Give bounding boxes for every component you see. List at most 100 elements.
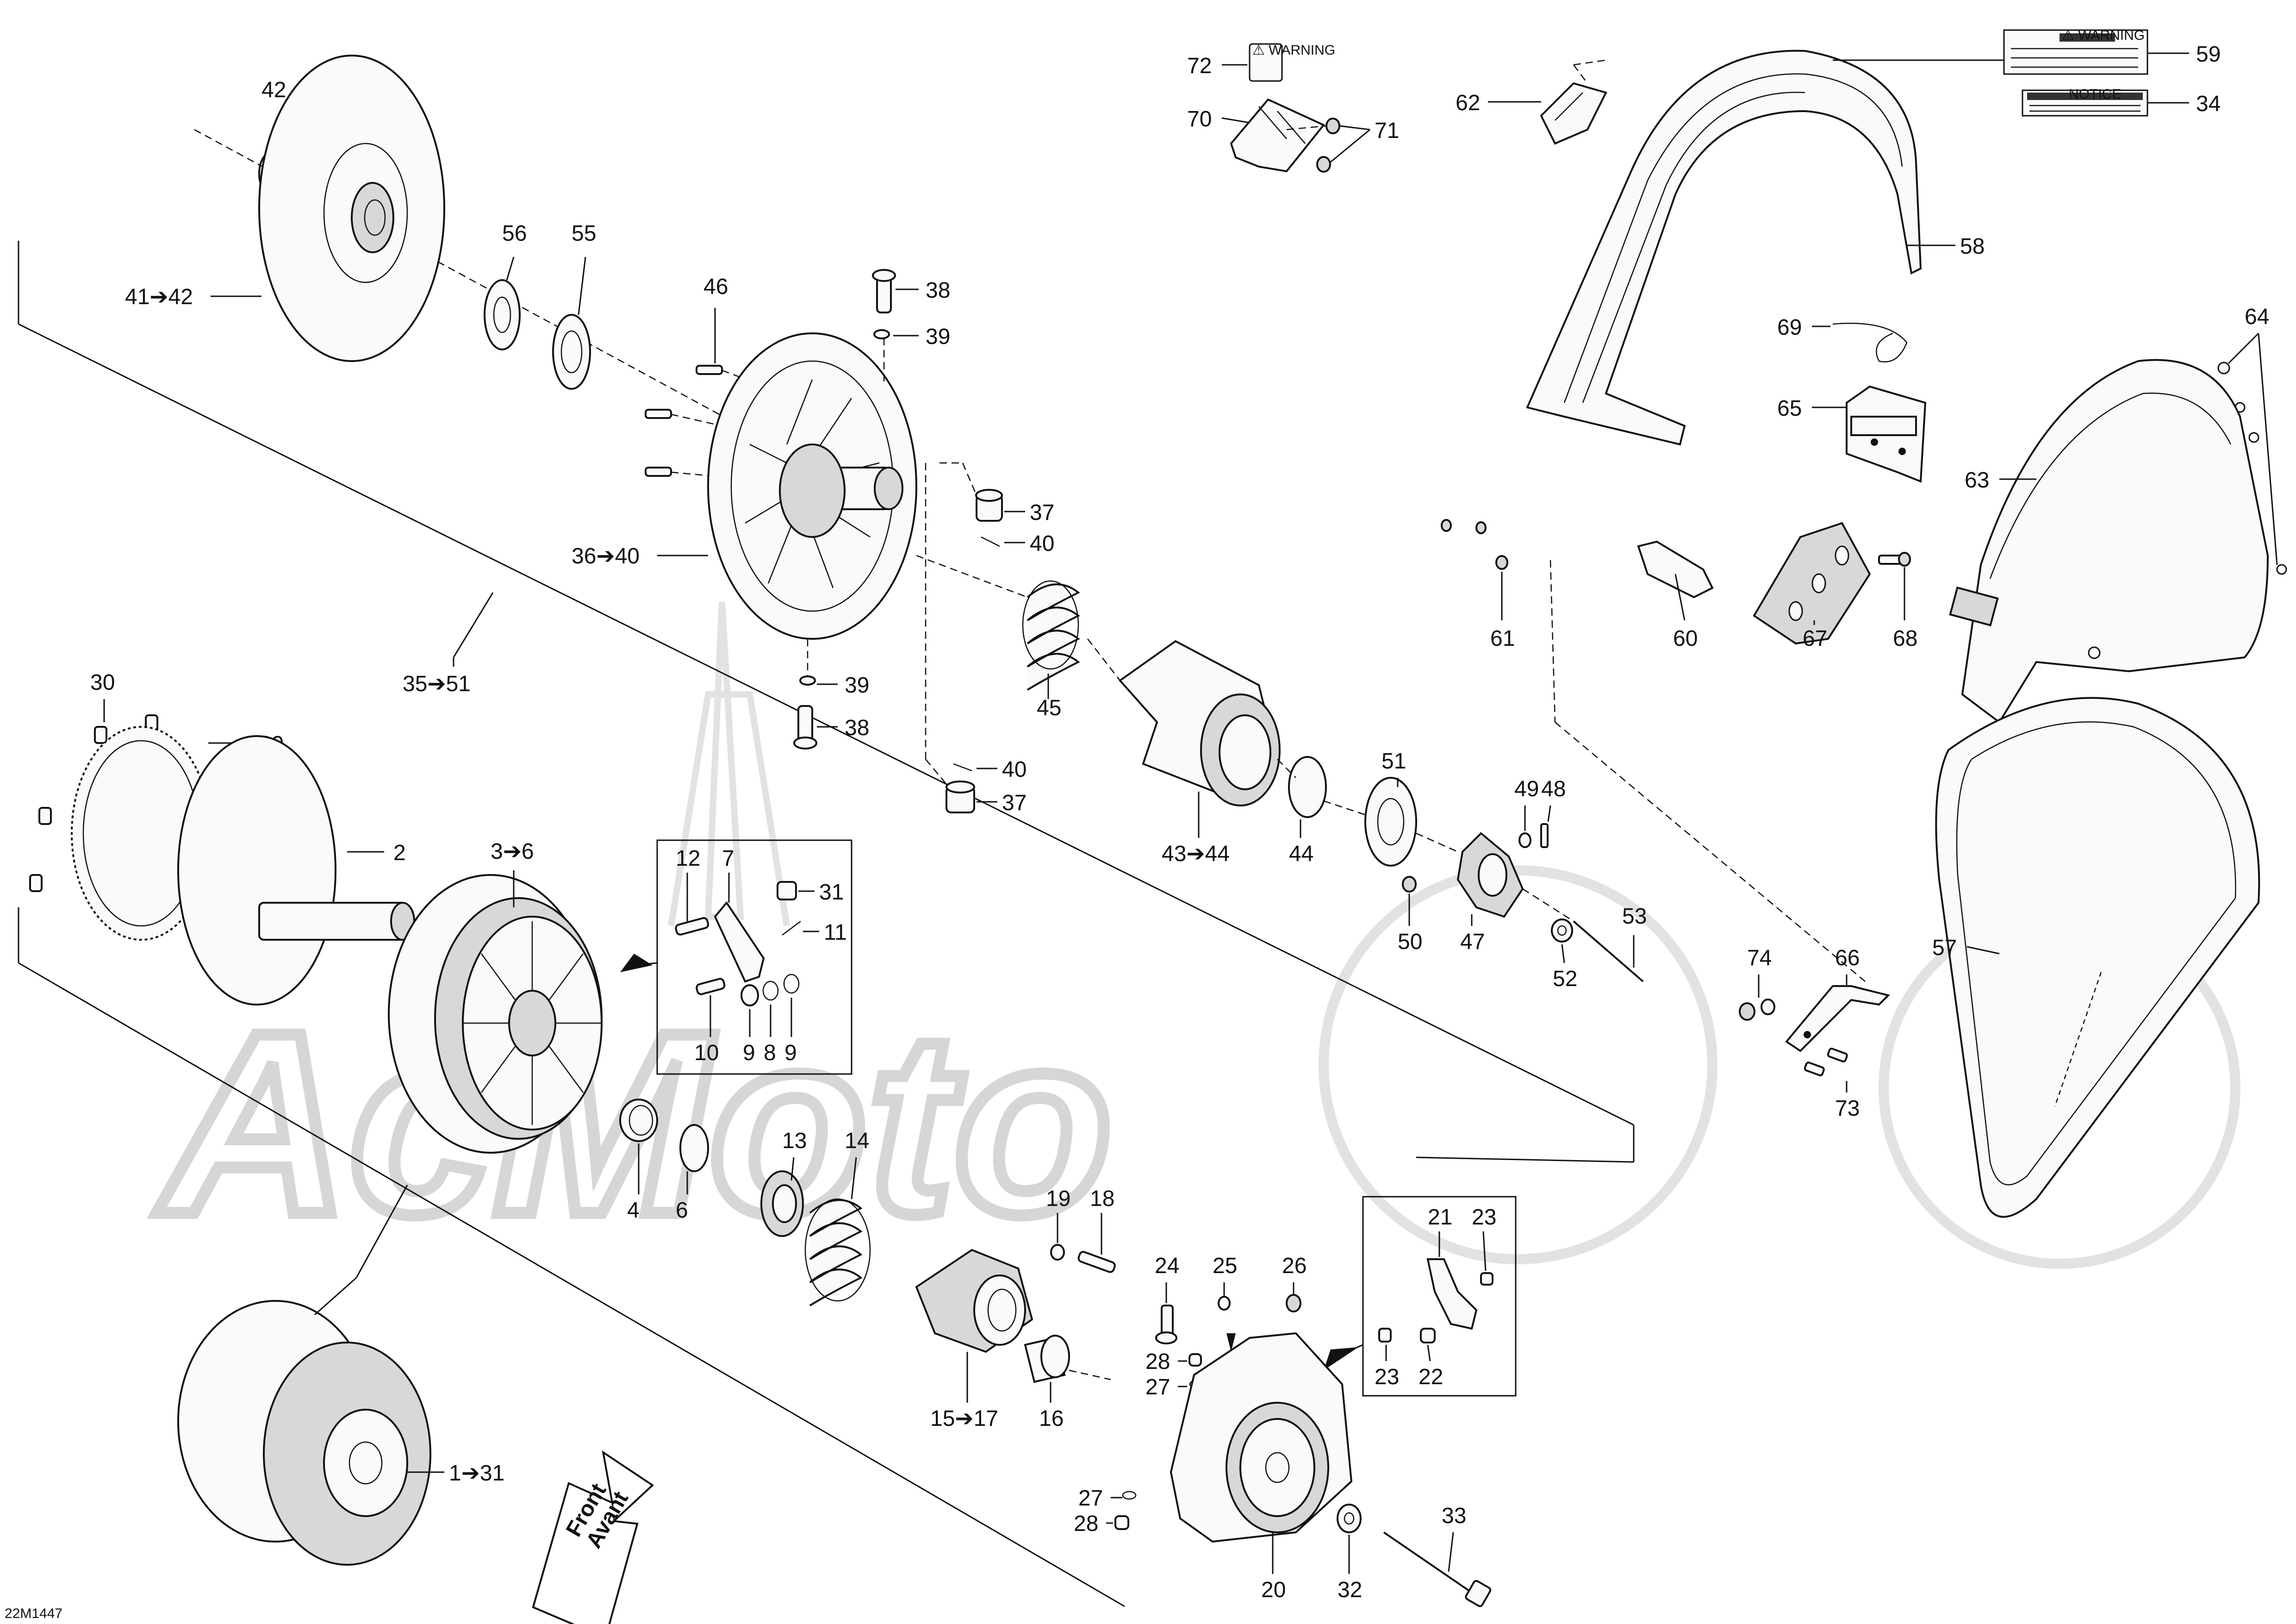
callout-15: 15➔17 — [930, 1406, 998, 1431]
part-19-washer — [1050, 1244, 1065, 1261]
callout-40-upper: 40 — [1030, 531, 1054, 556]
part-46-screws — [645, 365, 759, 478]
callout-45: 45 — [1037, 696, 1061, 720]
callout-67: 67 — [1803, 626, 1827, 651]
part-59-warning-decal: ⚠ WARNING — [2003, 28, 2148, 75]
decal-72-heading: ⚠ WARNING — [1252, 43, 1335, 58]
part-18-screw — [1077, 1251, 1116, 1273]
part-36-movable-sheave — [707, 332, 917, 640]
part-60-bracket — [1637, 540, 1714, 599]
callout-39-lower: 39 — [845, 673, 869, 698]
callout-68: 68 — [1893, 626, 1917, 651]
part-52-washer — [1551, 918, 1573, 943]
callout-73: 73 — [1835, 1096, 1860, 1121]
callout-1: 1➔31 — [449, 1461, 504, 1486]
part-67-plate — [1753, 522, 1871, 645]
callout-60: 60 — [1673, 626, 1698, 651]
part-63-cover — [1949, 359, 2269, 724]
callout-38-upper: 38 — [926, 278, 950, 303]
inset-box-lever-assembly — [620, 839, 852, 1075]
callout-9b: 9 — [784, 1041, 797, 1065]
callout-46: 46 — [703, 275, 728, 299]
callout-30: 30 — [90, 670, 115, 695]
part-27-oring-lower — [1122, 1491, 1137, 1500]
callout-32: 32 — [1338, 1578, 1362, 1602]
callout-34: 34 — [2196, 92, 2221, 116]
callout-47: 47 — [1460, 930, 1485, 954]
callout-26: 26 — [1282, 1254, 1307, 1278]
part-37-roller-lower — [925, 463, 975, 813]
part-30-screws — [29, 714, 158, 892]
callout-23a: 23 — [1472, 1205, 1496, 1230]
callout-20: 20 — [1261, 1578, 1286, 1602]
assembly-frame-lines — [18, 241, 1866, 1607]
part-3-movable-sheave — [388, 874, 603, 1154]
callout-48: 48 — [1541, 777, 1566, 801]
callout-33: 33 — [1442, 1504, 1466, 1528]
part-58-belt-guard — [1526, 50, 1922, 446]
callout-2: 2 — [393, 841, 406, 865]
callout-14: 14 — [845, 1129, 869, 1153]
part-43-cam — [1087, 638, 1281, 806]
part-47-clamp — [1416, 832, 1524, 918]
callout-63: 63 — [1965, 468, 1989, 493]
part-44-circlip — [1277, 756, 1327, 818]
part-37-roller-upper — [940, 462, 1003, 547]
callout-69: 69 — [1777, 315, 1802, 340]
part-16-bushing — [1024, 1335, 1111, 1383]
callout-49: 49 — [1514, 777, 1539, 801]
callout-62: 62 — [1456, 91, 1480, 115]
callout-53: 53 — [1622, 904, 1647, 929]
part-72-decal: ⚠ WARNING — [1249, 43, 1335, 82]
callout-18: 18 — [1090, 1187, 1114, 1211]
callout-74: 74 — [1747, 946, 1772, 970]
callout-61: 61 — [1490, 626, 1515, 651]
part-28-plug-lower — [1114, 1515, 1129, 1530]
callout-59: 59 — [2196, 42, 2221, 67]
part-1-drive-pulley-assembly — [177, 1277, 431, 1566]
part-64-rivets — [2217, 362, 2287, 575]
part-26-nut — [1286, 1294, 1301, 1312]
part-48-screw — [1540, 823, 1549, 848]
callout-43: 43➔44 — [1162, 842, 1230, 866]
callout-31-inset: 31 — [819, 880, 844, 905]
part-74-nut — [1739, 999, 1775, 1021]
callout-24: 24 — [1155, 1254, 1179, 1278]
part-38-roller-pin-lower — [793, 639, 817, 750]
callout-28-upper: 28 — [1145, 1349, 1170, 1374]
part-55-washer — [552, 314, 591, 390]
callout-51: 51 — [1381, 749, 1406, 774]
decal-34-heading: NOTICE — [2069, 87, 2121, 102]
part-15-hub — [915, 1249, 1033, 1353]
callout-23b: 23 — [1375, 1365, 1399, 1389]
part-41-fixed-sheave — [258, 55, 445, 362]
callout-64: 64 — [2245, 305, 2269, 329]
callout-36: 36➔40 — [572, 544, 640, 568]
callout-7: 7 — [722, 846, 734, 871]
callout-3: 3➔6 — [491, 839, 534, 864]
callout-40-lower: 40 — [1002, 757, 1027, 782]
part-51-washer — [1323, 777, 1417, 867]
callout-72: 72 — [1187, 54, 1212, 78]
part-45-spring — [916, 555, 1080, 691]
callout-71: 71 — [1375, 119, 1399, 143]
callout-66: 66 — [1835, 946, 1860, 970]
callout-21: 21 — [1428, 1205, 1452, 1230]
callout-35: 35➔51 — [403, 672, 471, 696]
callout-50: 50 — [1398, 930, 1422, 954]
callout-4: 4 — [627, 1198, 640, 1223]
callout-39-upper: 39 — [926, 325, 950, 349]
document-id: 22M1447 — [5, 1606, 62, 1621]
part-38-roller-pin-upper — [872, 269, 896, 384]
callout-22: 22 — [1419, 1365, 1443, 1389]
callout-56: 56 — [502, 221, 527, 246]
callout-37-upper: 37 — [1030, 500, 1054, 525]
front-direction-arrow: Front Avant — [532, 1450, 654, 1624]
part-49-washer — [1518, 832, 1531, 848]
part-68-screw — [1878, 552, 1911, 567]
callout-57: 57 — [1932, 936, 1957, 960]
part-33-bolt — [1383, 1531, 1492, 1607]
callout-55: 55 — [572, 221, 596, 246]
callout-70: 70 — [1187, 107, 1212, 131]
callout-28-lower: 28 — [1074, 1512, 1098, 1536]
